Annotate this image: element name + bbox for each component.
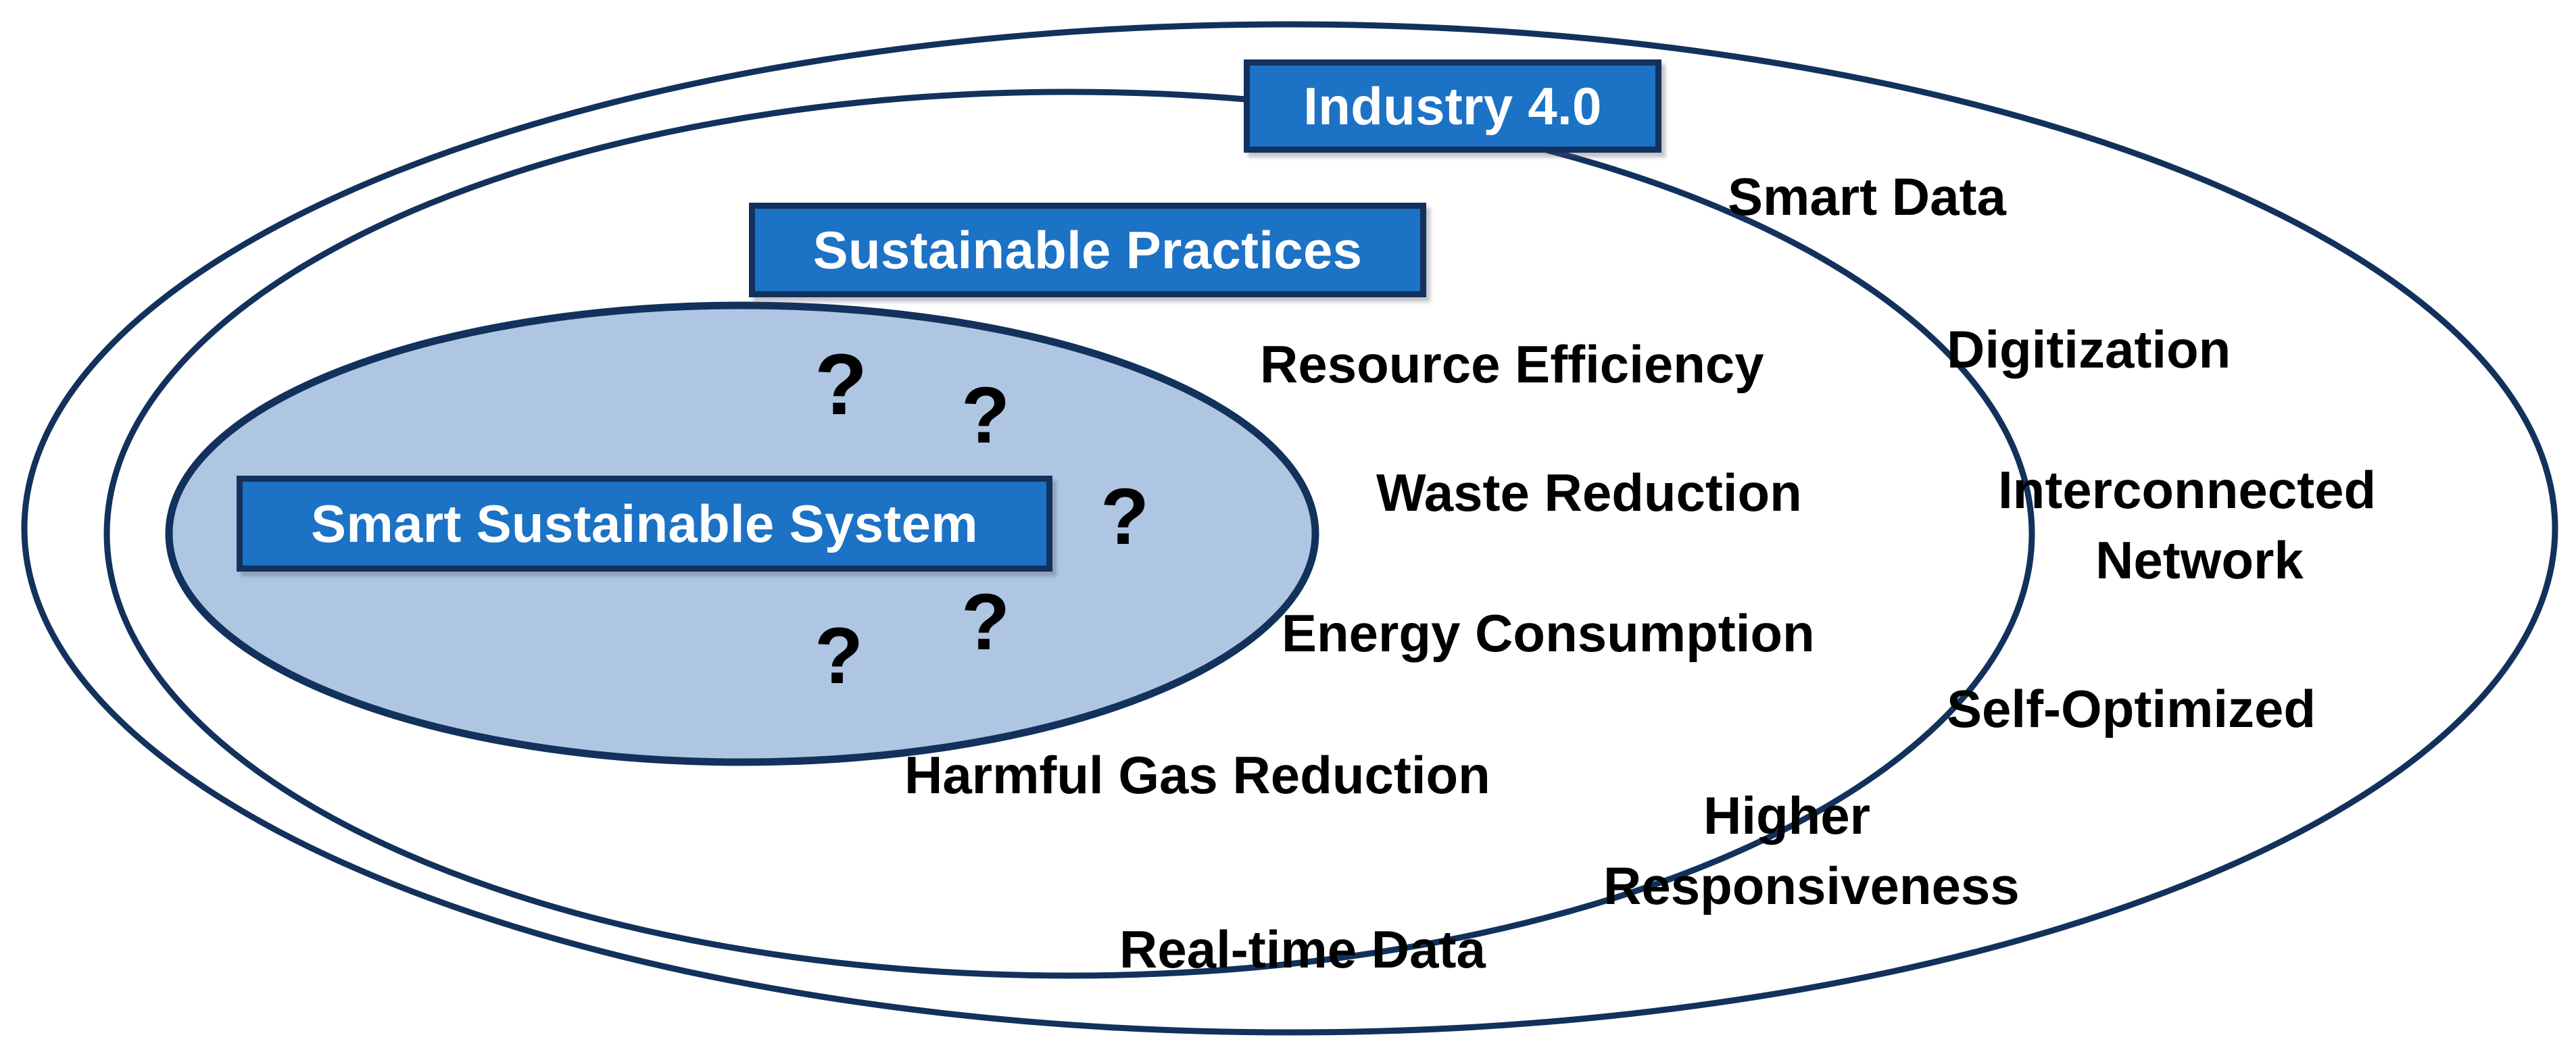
question-mark-1: ? [815, 336, 868, 433]
label-responsiveness: Responsiveness [1603, 856, 2020, 915]
question-mark-3: ? [1100, 472, 1150, 561]
label-higher: Higher [1703, 786, 1871, 845]
label-network: Network [2095, 530, 2304, 590]
chip-industry-40[interactable]: Industry 4.0 [1244, 59, 1661, 153]
label-harmful-gas-reduction: Harmful Gas Reduction [904, 745, 1490, 805]
label-real-time-data: Real-time Data [1119, 920, 1486, 979]
chip-sustainable-practices-label: Sustainable Practices [812, 220, 1363, 280]
label-self-optimized: Self-Optimized [1947, 679, 2316, 738]
label-smart-data: Smart Data [1728, 167, 2006, 226]
question-mark-2: ? [961, 371, 1011, 460]
label-resource-efficiency: Resource Efficiency [1260, 334, 1764, 394]
chip-smart-sustainable-system[interactable]: Smart Sustainable System [237, 476, 1052, 572]
chip-smart-sustainable-system-label: Smart Sustainable System [311, 493, 978, 553]
question-mark-4: ? [961, 578, 1011, 667]
chip-sustainable-practices[interactable]: Sustainable Practices [749, 203, 1426, 297]
label-interconnected: Interconnected [1998, 460, 2377, 520]
label-energy-consumption: Energy Consumption [1282, 603, 1815, 663]
label-waste-reduction: Waste Reduction [1376, 463, 1802, 522]
middle-ellipse-sustainable-practices [103, 89, 2035, 979]
chip-industry-40-label: Industry 4.0 [1303, 76, 1602, 136]
label-digitization: Digitization [1947, 320, 2231, 379]
question-mark-5: ? [815, 611, 864, 701]
outer-ellipse-industry40 [21, 21, 2558, 1036]
